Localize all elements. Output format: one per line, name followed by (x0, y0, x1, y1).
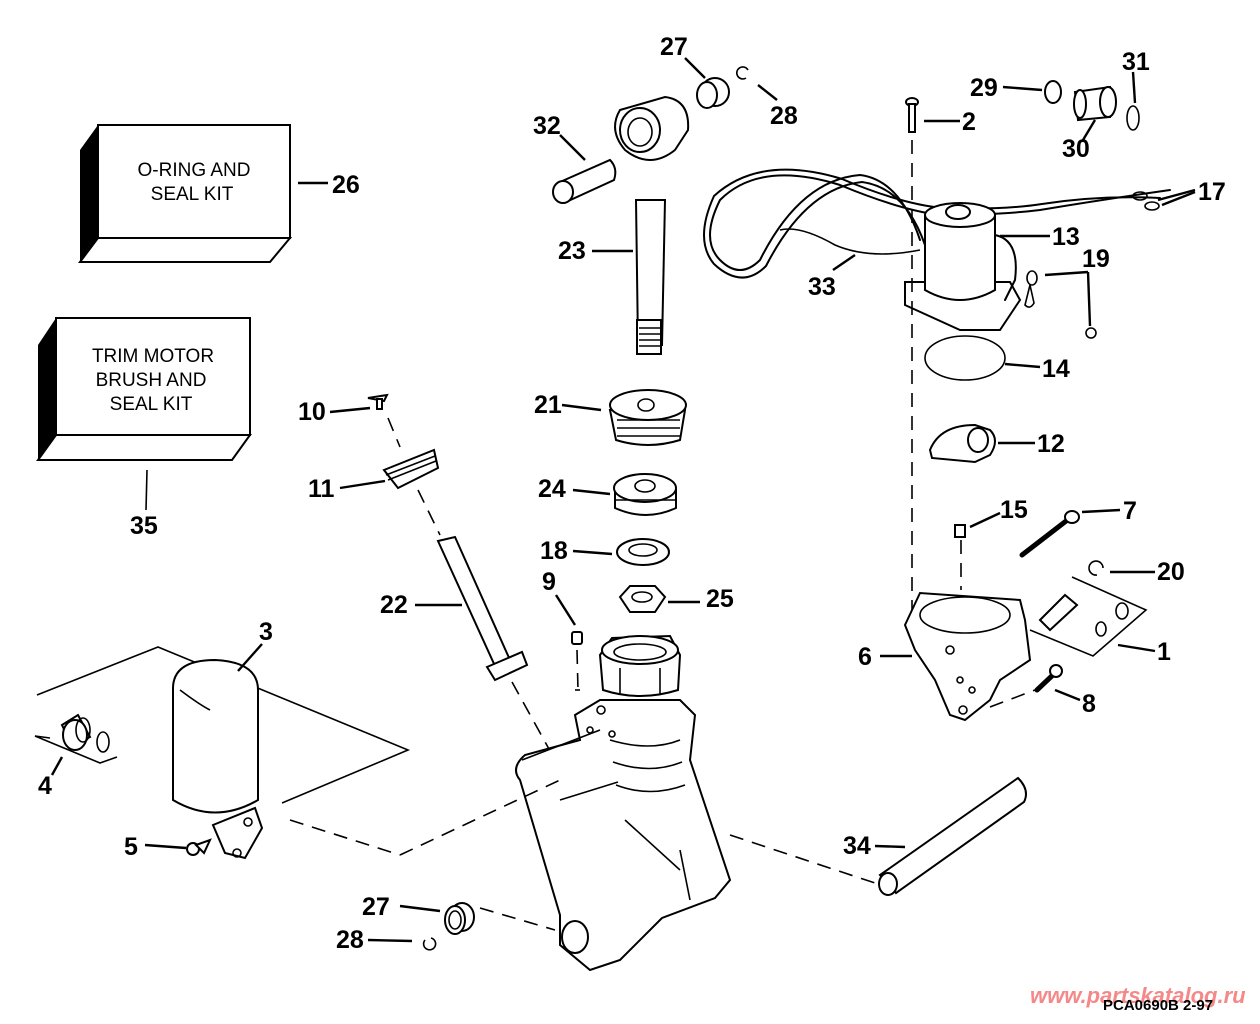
callout-33[interactable]: 33 (808, 273, 836, 301)
part-23-tilt-rod[interactable] (614, 95, 690, 355)
part-7-bolt[interactable] (1019, 510, 1080, 558)
part-12-cover[interactable] (928, 423, 996, 464)
callout-12[interactable]: 12 (1037, 430, 1065, 458)
callout-8[interactable]: 8 (1082, 690, 1096, 718)
callout-34[interactable]: 34 (843, 832, 871, 860)
callout-29[interactable]: 29 (970, 74, 998, 102)
part-main-cylinder-housing[interactable] (515, 634, 732, 972)
kit-label-line: TRIM MOTOR (92, 346, 214, 367)
callout-18[interactable]: 18 (540, 537, 568, 565)
part-22-tube[interactable] (436, 535, 529, 682)
callout-6[interactable]: 6 (858, 643, 872, 671)
callout-14[interactable]: 14 (1042, 355, 1070, 383)
callout-10[interactable]: 10 (298, 398, 326, 426)
part-32-pin[interactable] (552, 158, 617, 204)
callout-24[interactable]: 24 (538, 475, 566, 503)
kit-box-o-ring-seal[interactable]: O-RING AND SEAL KIT (78, 124, 293, 263)
part-24-piston[interactable] (613, 473, 677, 516)
kit-label-line: SEAL KIT (110, 394, 193, 415)
figure-code: PCA0690B 2-97 (1103, 997, 1213, 1014)
callout-22[interactable]: 22 (380, 591, 408, 619)
callout-27-bottom[interactable]: 27 (362, 893, 390, 921)
part-5-screw[interactable] (186, 838, 212, 856)
part-21-cap[interactable] (608, 389, 687, 446)
part-28-ring-bottom[interactable] (422, 937, 437, 951)
callout-27-top[interactable]: 27 (660, 33, 688, 61)
watermark: www.partskatalog.ru (1030, 983, 1246, 1008)
part-28-retaining-ring[interactable] (735, 66, 749, 80)
part-8-screw[interactable] (1034, 664, 1063, 693)
callout-28-top[interactable]: 28 (770, 102, 798, 130)
callout-23[interactable]: 23 (558, 237, 586, 265)
part-20-ring[interactable] (1088, 560, 1104, 576)
callout-17[interactable]: 17 (1198, 178, 1226, 206)
part-3-kit[interactable] (36, 646, 411, 860)
part-18-washer[interactable] (616, 538, 670, 566)
kit-label-line: SEAL KIT (151, 184, 234, 205)
kit-box-trim-motor-brush-seal[interactable]: TRIM MOTOR BRUSH AND SEAL KIT (36, 317, 252, 461)
part-13-trim-motor[interactable] (904, 202, 1022, 331)
part-4-kit[interactable] (34, 713, 118, 764)
callout-9[interactable]: 9 (542, 568, 556, 596)
part-27-bushing[interactable] (696, 77, 730, 109)
kit-label-line: O-RING AND (138, 160, 251, 181)
callout-21[interactable]: 21 (534, 391, 562, 419)
part-9-fitting[interactable] (571, 631, 583, 645)
part-14-o-ring[interactable] (924, 335, 1006, 381)
kit-label-line: BRUSH AND (96, 370, 207, 391)
callout-19[interactable]: 19 (1082, 245, 1110, 273)
part-34-pin[interactable] (878, 776, 1027, 896)
part-33-wire-harness[interactable] (703, 168, 1171, 279)
callout-35[interactable]: 35 (130, 512, 158, 540)
part-10-screw[interactable] (367, 393, 389, 410)
part-1-kit[interactable] (1029, 576, 1148, 657)
callout-28-bottom[interactable]: 28 (336, 926, 364, 954)
part-19-clip[interactable] (1024, 270, 1097, 339)
callout-30[interactable]: 30 (1062, 135, 1090, 163)
callout-3[interactable]: 3 (259, 618, 273, 646)
callout-31[interactable]: 31 (1122, 48, 1150, 76)
callout-13[interactable]: 13 (1052, 223, 1080, 251)
callout-5[interactable]: 5 (124, 833, 138, 861)
part-27-bushing-bottom[interactable] (444, 902, 475, 935)
part-11-fitting[interactable] (382, 448, 440, 490)
part-15-valve[interactable] (954, 524, 966, 538)
callout-25[interactable]: 25 (706, 585, 734, 613)
callout-32[interactable]: 32 (533, 112, 561, 140)
part-6-valve-body[interactable] (903, 591, 1032, 722)
callout-15[interactable]: 15 (1000, 496, 1028, 524)
part-31-o-ring[interactable] (1126, 105, 1140, 131)
callout-4[interactable]: 4 (38, 772, 52, 800)
callout-20[interactable]: 20 (1157, 558, 1185, 586)
callout-11[interactable]: 11 (308, 475, 335, 503)
callout-26[interactable]: 26 (332, 171, 360, 199)
part-30-plug[interactable] (1073, 85, 1117, 122)
callout-7[interactable]: 7 (1123, 497, 1137, 525)
callout-2[interactable]: 2 (962, 108, 976, 136)
part-25-nut[interactable] (618, 585, 667, 613)
callout-1[interactable]: 1 (1157, 638, 1171, 666)
part-29-washer[interactable] (1044, 80, 1062, 104)
part-2-screw[interactable] (905, 97, 919, 133)
